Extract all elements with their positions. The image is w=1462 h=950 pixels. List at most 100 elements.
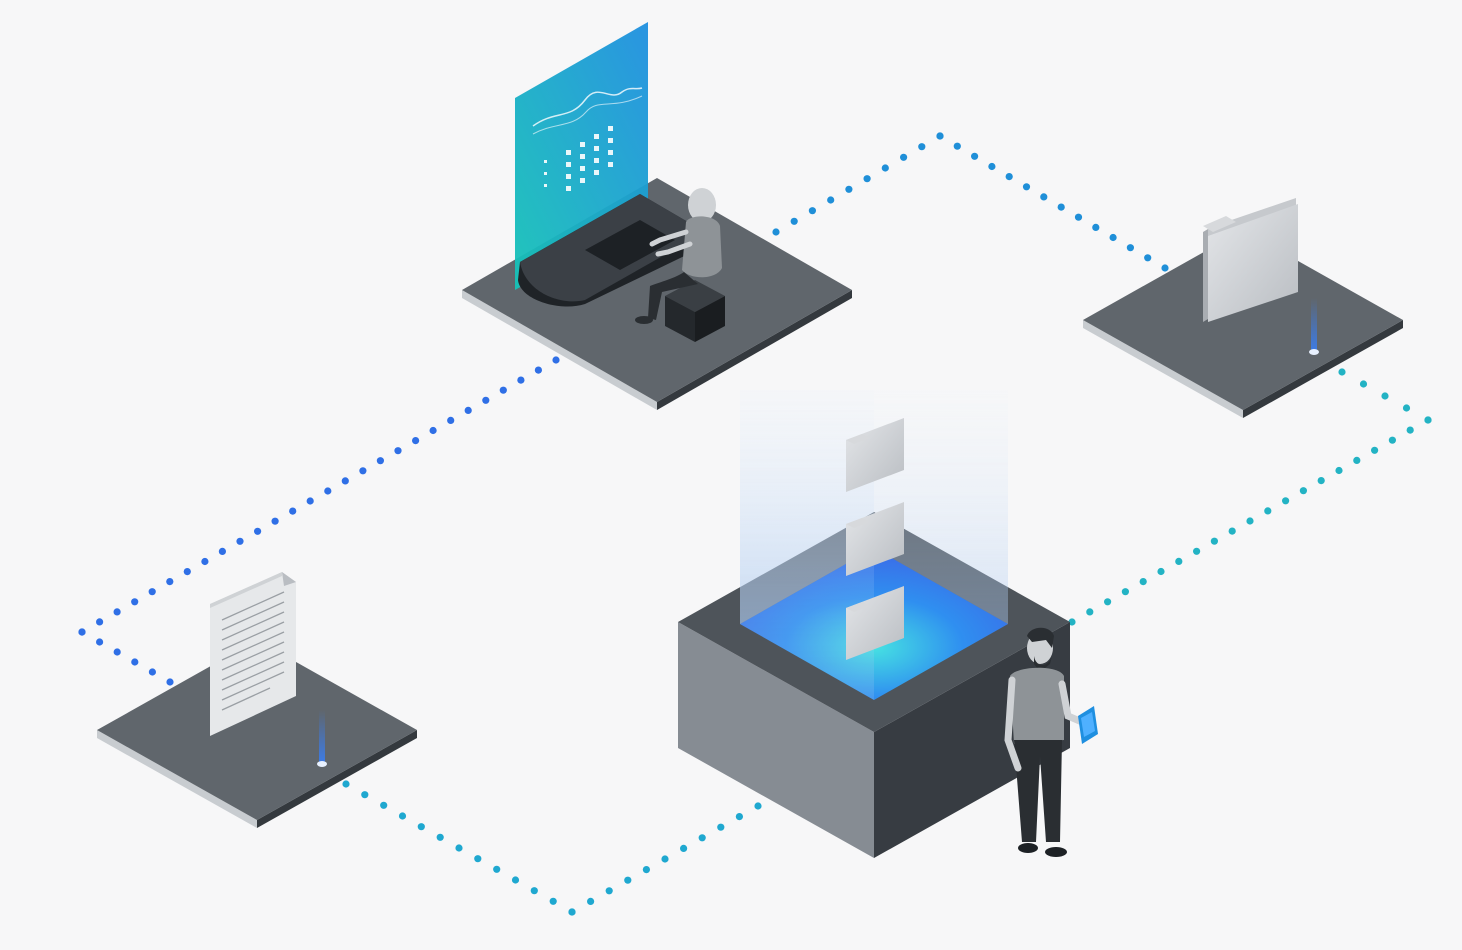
connector-dot xyxy=(568,908,576,916)
connector-dot xyxy=(341,477,349,485)
connector-dot xyxy=(971,152,979,160)
connection-lines xyxy=(78,132,1432,916)
folder-icon xyxy=(846,502,904,576)
light-beam-icon xyxy=(317,710,327,767)
connector-dot xyxy=(549,897,557,905)
connector-dot xyxy=(772,228,780,236)
connector-dot xyxy=(1161,264,1169,272)
connector-dot xyxy=(642,866,651,874)
connector-dot xyxy=(218,547,226,556)
connector-dot xyxy=(1068,618,1076,626)
connector-dot xyxy=(493,865,501,873)
connector-dot xyxy=(1139,578,1147,586)
connector-dot xyxy=(827,196,835,204)
connector-dot xyxy=(881,164,889,172)
connector-document-station-central-hub xyxy=(342,780,762,916)
connector-dot xyxy=(1144,254,1152,262)
connector-dot xyxy=(1299,487,1307,495)
connector-dot xyxy=(754,802,762,810)
connector-dot xyxy=(1282,497,1290,505)
connector-dot xyxy=(900,153,908,161)
connector-dot xyxy=(254,527,262,535)
connector-dot xyxy=(1109,233,1117,242)
connector-dot xyxy=(96,618,104,626)
connector-dot xyxy=(289,507,297,515)
connector-dot xyxy=(131,658,139,666)
connector-dot xyxy=(324,487,332,495)
central-hub-cube xyxy=(678,390,1070,858)
connector-dot xyxy=(552,356,560,364)
connector-dot xyxy=(447,416,455,424)
connector-dot xyxy=(1359,380,1368,388)
connector-dot xyxy=(1040,193,1048,201)
connector-dot xyxy=(412,437,420,445)
folder-icon xyxy=(1203,198,1298,322)
connector-dot xyxy=(1335,466,1343,475)
connector-dot xyxy=(166,678,174,686)
connector-dot xyxy=(587,897,595,906)
connector-dot xyxy=(394,447,402,455)
connector-dot xyxy=(429,426,437,435)
workstation-platform xyxy=(462,22,852,410)
light-column xyxy=(740,390,1008,700)
connector-dot xyxy=(1381,392,1389,400)
connector-dot xyxy=(380,801,388,809)
connector-dot xyxy=(698,834,706,842)
connector-dot xyxy=(790,217,798,225)
connector-dot xyxy=(717,823,725,831)
connector-dot xyxy=(953,142,961,150)
light-beam-icon xyxy=(1309,298,1319,355)
desk xyxy=(518,194,705,307)
connector-workstation-folder-station xyxy=(772,132,1169,272)
connector-dot xyxy=(183,568,191,576)
connector-dot xyxy=(1022,183,1031,191)
connector-dot xyxy=(863,175,871,183)
connector-dot xyxy=(499,386,507,394)
connector-dot xyxy=(936,132,944,140)
folder-icon xyxy=(846,586,904,660)
connector-dot xyxy=(1086,608,1094,616)
connector-dot xyxy=(530,887,538,895)
connector-dot xyxy=(236,537,244,545)
tablet-icon xyxy=(1078,706,1098,744)
connector-dot xyxy=(735,813,744,821)
connector-workstation-document-station xyxy=(78,356,560,686)
connector-dot xyxy=(359,467,367,475)
connector-dot xyxy=(1317,477,1325,485)
connector-dot xyxy=(361,791,369,799)
connector-dot xyxy=(1402,404,1411,412)
connector-dot xyxy=(1406,426,1414,434)
connector-dot xyxy=(1121,588,1129,596)
connector-dot xyxy=(464,406,472,414)
connector-dot xyxy=(436,833,444,841)
connector-folder-station-central-hub xyxy=(1068,368,1432,626)
connector-dot xyxy=(1228,527,1236,535)
connector-dot xyxy=(455,844,463,852)
connector-dot xyxy=(1424,416,1432,424)
connector-dot xyxy=(131,598,139,606)
connector-dot xyxy=(306,497,314,505)
folder-platform xyxy=(1083,198,1403,418)
connector-dot xyxy=(845,185,853,193)
standing-person-icon xyxy=(1004,627,1098,857)
connector-dot xyxy=(1175,557,1183,566)
connector-dot xyxy=(1193,547,1201,555)
connector-dot xyxy=(918,143,926,151)
seated-person-icon xyxy=(635,188,722,324)
connector-dot xyxy=(482,396,490,404)
connector-dot xyxy=(1074,213,1083,221)
connector-dot xyxy=(474,855,482,863)
connector-dot xyxy=(398,812,407,820)
connector-dot xyxy=(113,608,121,616)
connector-dot xyxy=(1371,446,1379,454)
connector-dot xyxy=(1353,456,1361,464)
connector-dot xyxy=(511,876,520,884)
connector-dot xyxy=(376,457,384,465)
connector-dot xyxy=(1057,203,1065,211)
connector-dot xyxy=(1005,173,1013,181)
connector-dot xyxy=(201,557,209,566)
connector-dot xyxy=(1210,537,1218,545)
connector-dot xyxy=(1157,567,1165,576)
